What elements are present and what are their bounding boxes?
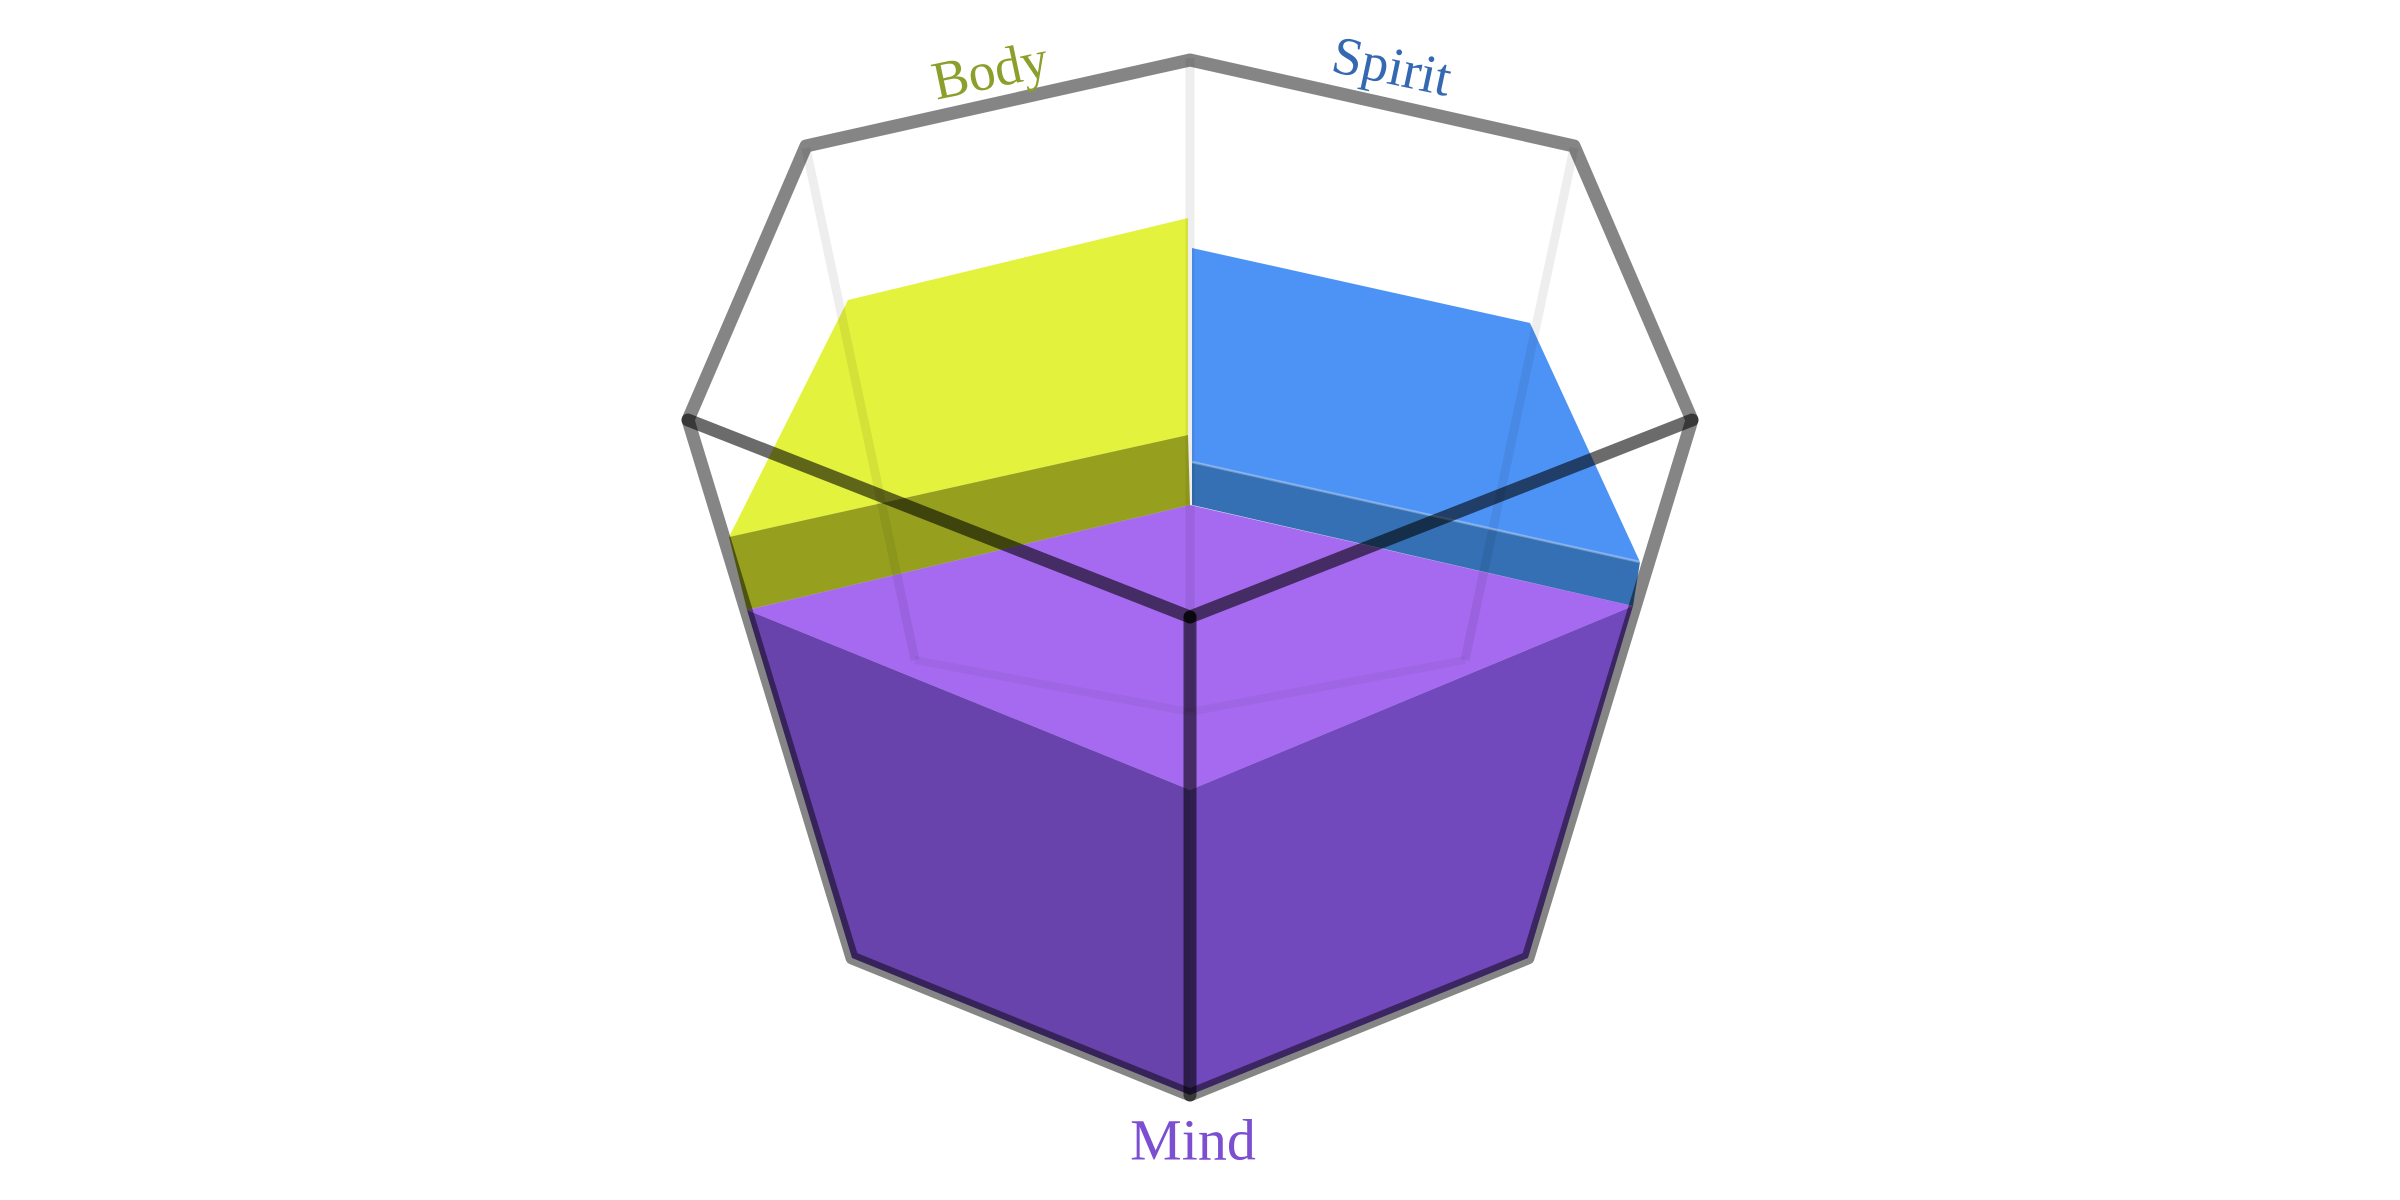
- line-hidden-bottom-left-rim: [914, 656, 1191, 716]
- line-hidden-back-right-edge: [1460, 147, 1579, 661]
- line-hidden-bottom-right-rim: [1189, 656, 1466, 716]
- fill-mind-wall-left: [747, 610, 1190, 1095]
- line-hidden-back-left-edge: [801, 147, 920, 661]
- fill-body-surface: [729, 218, 1188, 537]
- fill-mind-wall-right: [1190, 606, 1633, 1095]
- axis-label-mind: Mind: [1130, 1107, 1256, 1173]
- line-spirit-wall-seam: [1191, 460, 1641, 564]
- edge-front-rim-left: [681, 413, 1197, 624]
- edge-front-rim-right: [1183, 413, 1699, 624]
